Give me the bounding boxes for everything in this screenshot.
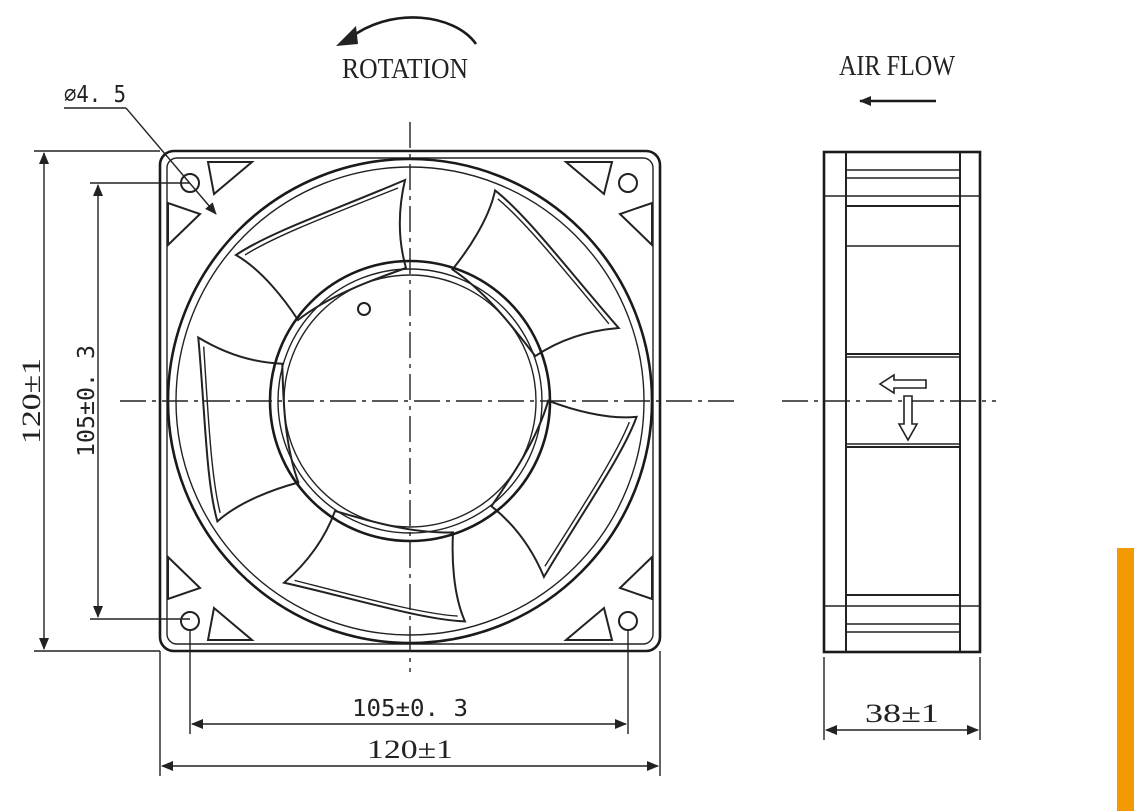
- hub-marker: [357, 302, 371, 316]
- side-top-band: [824, 169, 980, 247]
- accent-bar: [1117, 548, 1134, 811]
- mounting-hole-bottom-right: [618, 611, 638, 631]
- rotation-indicator: ROTATION: [336, 16, 478, 85]
- arrow-left-outline-icon: [878, 373, 927, 395]
- hole-leader: [125, 107, 217, 215]
- corner-ribs: [167, 161, 653, 641]
- air-flow-indicator: AIR FLOW: [839, 51, 955, 106]
- rotation-label: ROTATION: [342, 54, 468, 85]
- mounting-hole-bottom-left: [180, 611, 200, 631]
- front-view: ⌀4. 5 120±1 105±0. 3 105±0. 3 120±1: [17, 82, 735, 776]
- side-upper-panel: [845, 205, 961, 355]
- hole-diameter-label: ⌀4. 5: [64, 82, 126, 108]
- air-flow-label: AIR FLOW: [839, 51, 955, 82]
- side-bottom-band: [824, 605, 980, 633]
- mounting-hole-top-right: [618, 173, 638, 193]
- arrow-down-outline-icon: [897, 395, 919, 442]
- fan-blade: [197, 335, 300, 524]
- hub-face: [283, 274, 537, 528]
- height-inner-label: 105±0. 3: [74, 345, 100, 457]
- width-inner-label: 105±0. 3: [352, 696, 468, 722]
- fan-blade: [450, 188, 621, 358]
- curved-arrow-left-icon: [349, 16, 478, 45]
- side-body: [822, 150, 982, 654]
- curved-arrow-head: [336, 26, 358, 46]
- depth-label: 38±1: [865, 699, 939, 728]
- side-view: 38±1: [782, 150, 996, 740]
- fan-blade: [490, 399, 639, 580]
- fan-blades: [197, 178, 639, 623]
- width-outer-label: 120±1: [367, 735, 453, 764]
- height-outer-label: 120±1: [17, 358, 46, 444]
- fan-blade: [234, 178, 408, 322]
- fan-blade: [281, 509, 467, 623]
- side-lower-panel: [845, 446, 961, 596]
